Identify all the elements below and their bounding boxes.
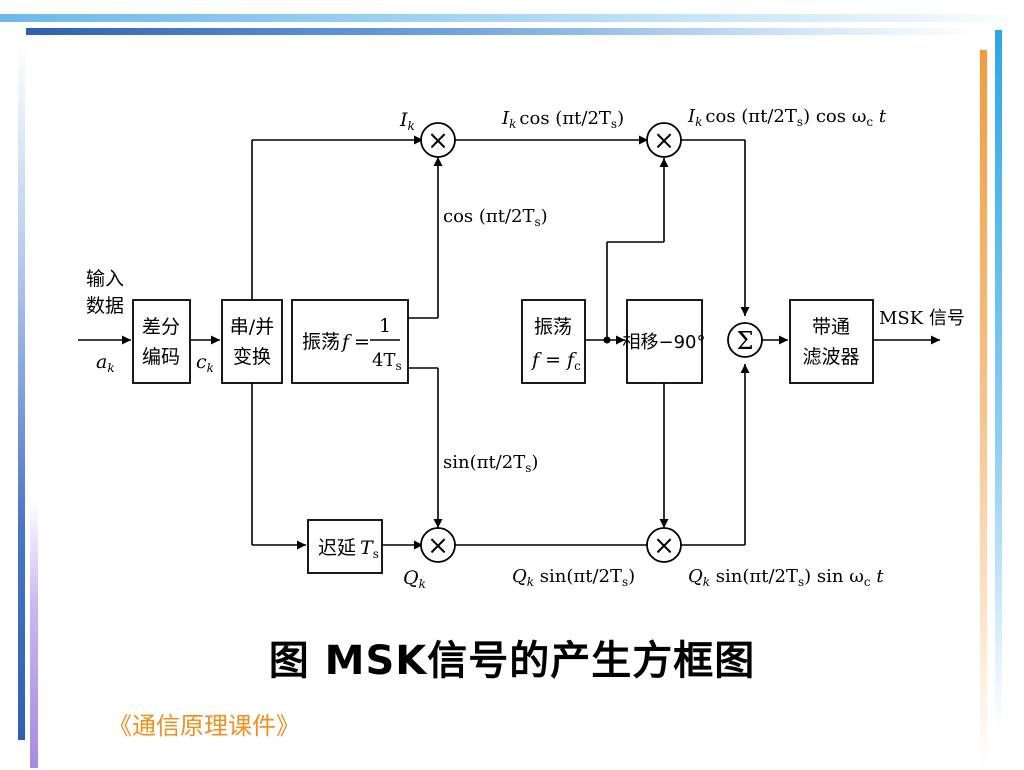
phase-shift-box [626, 299, 703, 384]
signal-lines [78, 135, 940, 550]
cos-label: cos (πt/2Ts) [443, 206, 548, 229]
serial-parallel-label-2: 变换 [233, 346, 271, 368]
multiplier-q [420, 527, 456, 563]
bandpass-filter-label-1: 带通 [812, 316, 850, 338]
top-decorative-bar-secondary [26, 28, 976, 35]
diff-encoder-label-2: 编码 [142, 346, 180, 368]
phase-shift-label: 相移−90° [623, 332, 706, 353]
sin-label: sin(πt/2Ts) [443, 452, 538, 475]
left-decorative-bar [18, 40, 25, 740]
right-decorative-bar-blue [995, 30, 1002, 730]
sum-symbol: Σ [737, 327, 754, 355]
mult-symbol-q: × [427, 531, 449, 561]
oscillator-1-label: 振荡 [302, 331, 340, 353]
multiplier-i [420, 122, 456, 158]
serial-parallel-label-1: 串/并 [230, 316, 274, 338]
serial-parallel-box [221, 299, 283, 384]
bandpass-filter-box [789, 299, 874, 384]
ik-label: Ik [399, 109, 415, 133]
mult-symbol-i-carrier: × [653, 126, 675, 156]
oscillator-2-box [521, 299, 586, 384]
oscillator-1-numerator: 1 [379, 315, 391, 337]
diff-encoder-label-1: 差分 [142, 316, 180, 338]
diff-encoder-box [132, 299, 191, 384]
delay-box [307, 519, 383, 574]
ck-label: ck [196, 351, 214, 375]
msk-output-label: MSK 信号 [879, 308, 965, 329]
junction-dot [603, 336, 611, 344]
qk-label: Qk [403, 567, 426, 591]
mult-symbol-i: × [427, 126, 449, 156]
oscillator-2-label: 振荡 [534, 316, 572, 338]
summer [727, 322, 763, 358]
mult-symbol-q-carrier: × [653, 531, 675, 561]
qk-sin-carrier-label: Qk sin(πt/2Ts) sin ωc t [688, 566, 884, 589]
oscillator-1-eq: = [354, 331, 370, 353]
left-decorative-bar-secondary [30, 500, 38, 768]
oscillator-1-box [291, 299, 409, 384]
oscillator-1-denominator: 4Ts [372, 350, 402, 373]
oscillator-2-freq: f = fc [530, 349, 581, 373]
qk-sin-label: Qk sin(πt/2Ts) [512, 566, 635, 589]
input-data-label-2: 数据 [86, 295, 124, 317]
bandpass-filter-label-2: 滤波器 [802, 346, 859, 368]
multiplier-i-carrier [646, 122, 682, 158]
input-data-label-1: 输入 [86, 268, 124, 290]
course-footer: 《通信原理课件》 [108, 712, 300, 740]
figure-caption: 图 MSK信号的产生方框图 [268, 638, 756, 684]
oscillator-1-f: f [340, 331, 352, 353]
top-decorative-bar [0, 14, 1024, 22]
right-decorative-bar-orange [980, 50, 987, 770]
multiplier-q-carrier [646, 527, 682, 563]
ak-label: ak [96, 351, 115, 375]
